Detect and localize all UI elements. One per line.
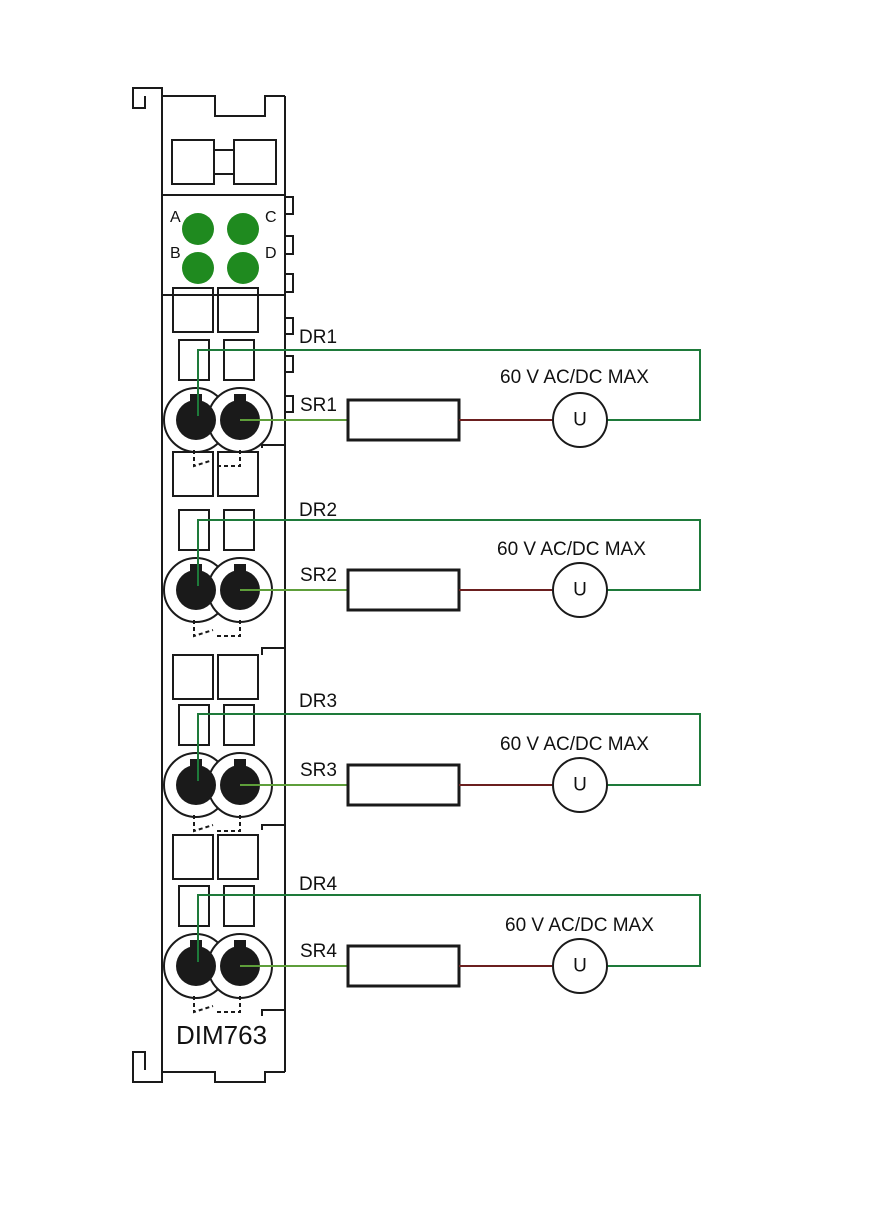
terminal-source-tab — [234, 940, 246, 950]
terminal-slot-right — [223, 339, 255, 381]
contact-bridge — [193, 620, 241, 638]
voltage-rating: 60 V AC/DC MAX — [497, 539, 646, 560]
led-panel — [161, 194, 286, 296]
terminal-slot-right — [223, 885, 255, 927]
voltage-source — [552, 562, 608, 618]
terminal-slot-left — [178, 704, 210, 746]
drain-wire — [197, 519, 701, 591]
terminal-slot-left — [178, 509, 210, 551]
top-connector-left — [171, 139, 215, 185]
terminal-slot-right — [223, 704, 255, 746]
terminal-drain-tab — [190, 394, 202, 404]
voltage-source-symbol: U — [573, 410, 587, 431]
terminal-drain-tab — [190, 564, 202, 574]
body-steps — [261, 444, 285, 1016]
source-label: SR1 — [300, 395, 337, 416]
release-button-right — [217, 834, 259, 880]
release-button-left — [172, 654, 214, 700]
load-resistor — [346, 568, 461, 612]
contact-bridge — [193, 996, 241, 1014]
top-connector-right — [233, 139, 277, 185]
drain-label: DR2 — [299, 500, 337, 521]
terminal-drain — [176, 765, 216, 805]
voltage-source-symbol: U — [573, 956, 587, 977]
load-resistor — [346, 398, 461, 442]
release-button-right — [217, 287, 259, 333]
drain-label: DR3 — [299, 691, 337, 712]
housing-bottom-notch — [162, 1071, 285, 1083]
drain-label: DR1 — [299, 327, 337, 348]
source-label: SR3 — [300, 760, 337, 781]
voltage-rating: 60 V AC/DC MAX — [500, 734, 649, 755]
terminal-drain-tab — [190, 940, 202, 950]
contact-bridge — [193, 815, 241, 833]
voltage-source-symbol: U — [573, 580, 587, 601]
drain-wire — [197, 349, 701, 421]
model-label: DIM763 — [176, 1020, 267, 1050]
terminal-drain — [176, 400, 216, 440]
drain-label: DR4 — [299, 874, 337, 895]
terminal-drain-tab — [190, 759, 202, 769]
terminal-drain — [176, 946, 216, 986]
release-button-left — [172, 834, 214, 880]
terminal-slot-left — [178, 885, 210, 927]
terminal-source-tab — [234, 564, 246, 574]
led-label-c: C — [265, 209, 277, 226]
voltage-source — [552, 938, 608, 994]
voltage-rating: 60 V AC/DC MAX — [500, 367, 649, 388]
led-group: A B C D — [170, 209, 277, 284]
din-clip-bottom — [132, 1051, 163, 1083]
voltage-rating: 60 V AC/DC MAX — [505, 915, 654, 936]
module-housing — [132, 87, 294, 1083]
load-resistor — [346, 763, 461, 807]
drain-wire — [197, 894, 701, 967]
voltage-source-symbol: U — [573, 775, 587, 796]
release-button-right — [217, 654, 259, 700]
led-label-d: D — [265, 245, 277, 262]
terminal-slot-left — [178, 339, 210, 381]
led-panel-tabs — [285, 196, 294, 293]
din-clip-top — [132, 87, 163, 109]
led-label-b: B — [170, 245, 181, 262]
source-label: SR4 — [300, 941, 337, 962]
source-label: SR2 — [300, 565, 337, 586]
terminal-source-tab — [234, 759, 246, 769]
status-led-b — [182, 252, 214, 284]
status-led-d — [227, 252, 259, 284]
voltage-source — [552, 757, 608, 813]
terminal-drain — [176, 570, 216, 610]
release-button-right — [217, 451, 259, 497]
housing-top-notch — [162, 95, 285, 117]
status-led-c — [227, 213, 259, 245]
status-led-a — [182, 213, 214, 245]
voltage-source — [552, 392, 608, 448]
led-label-a: A — [170, 209, 181, 226]
drain-wire — [197, 713, 701, 786]
terminal-source-tab — [234, 394, 246, 404]
side-tabs — [285, 317, 294, 413]
release-button-left — [172, 451, 214, 497]
contact-bridge — [193, 450, 241, 468]
terminal-slot-right — [223, 509, 255, 551]
load-resistor — [346, 944, 461, 988]
release-button-left — [172, 287, 214, 333]
